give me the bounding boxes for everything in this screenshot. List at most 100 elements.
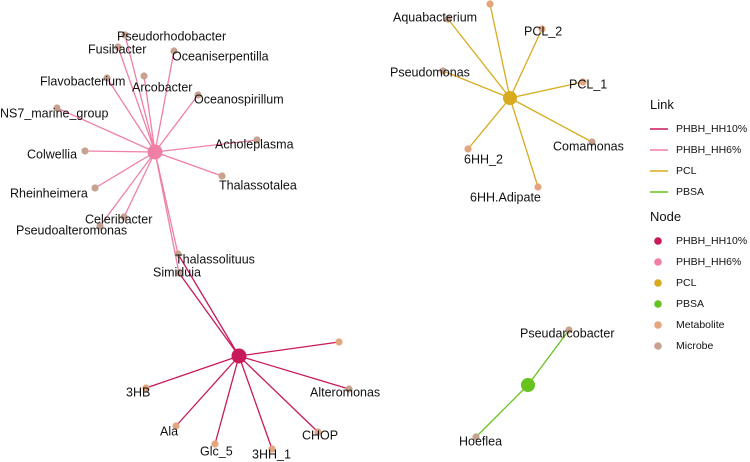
node-label-ala: Ala — [160, 424, 178, 438]
edge-pcl-aquabacterium — [447, 18, 511, 99]
node-pcl1 — [579, 78, 587, 86]
node-arcobacter — [140, 72, 148, 80]
edge-phbh-hh6pct-thalassotalea — [154, 151, 223, 177]
legend-node-title: Node — [650, 209, 681, 224]
node-label-rheinheimera: Rheinheimera — [10, 186, 88, 200]
node-label-oceaniserpentilla: Oceaniserpentilla — [172, 49, 269, 63]
legend-node-label-microbe: Microbe — [676, 340, 714, 352]
legend-node-swatch-phbh-hh10pct — [654, 237, 662, 245]
edge-phbh-hh10pct-alteromonas — [238, 355, 350, 390]
node-label-6hh2: 6HH_2 — [464, 152, 503, 166]
edge-pcl-6hh2 — [467, 97, 511, 150]
node-6hh2 — [464, 145, 472, 153]
legend-link-title: Link — [650, 97, 674, 112]
node-label-arcobacter: Arcobacter — [132, 80, 192, 94]
edge-phbh-hh6pct-rheinheimera — [94, 151, 156, 189]
node-glc5 — [211, 440, 219, 448]
node-label-chop: CHOP — [302, 428, 338, 442]
node-label-celeribacter: Celeribacter — [85, 212, 152, 226]
node-3hb — [142, 384, 150, 392]
node-thalassotalea — [218, 172, 226, 180]
node-ns7 — [53, 104, 61, 112]
edge-phbh-hh10pct-3hb — [145, 355, 240, 389]
edge-phbh-hh10pct-glc5 — [214, 355, 240, 445]
node-label-pcl2: PCL_2 — [524, 24, 562, 38]
edge-phbh-hh6pct-acholeplasma — [154, 139, 258, 153]
legend-node-label-phbh-hh10pct: PHBH_HH10% — [676, 235, 747, 247]
hub-node-pcl — [503, 91, 517, 105]
legend: Link Node PHBH_HH10% PHBH_HH6% PCL PBSA PHBH… — [650, 97, 747, 352]
node-pseudoalteromonas — [96, 222, 104, 230]
edge-pcl-pcl1 — [509, 81, 584, 99]
edge-phbh-hh10pct-3hh1 — [238, 355, 273, 450]
legend-node-swatch-metabolite — [654, 321, 662, 329]
node-comamonas — [588, 138, 596, 146]
legend-node-label-pcl: PCL — [676, 277, 697, 289]
node-6hhadipate — [534, 183, 542, 191]
edge-phbh-hh10pct-chop — [238, 355, 319, 433]
node-label-aquabacterium: Aquabacterium — [393, 10, 477, 24]
edge-phbh-hh6pct-celeribacter — [123, 151, 156, 218]
node-layer — [53, 0, 596, 453]
legend-node-swatch-phbh-hh6pct — [654, 258, 662, 266]
node-label-pseudoalteromonas: Pseudoalteromonas — [16, 223, 127, 237]
node-label-pcl1: PCL_1 — [569, 77, 607, 91]
edge-pcl-6hhadipate — [509, 97, 539, 188]
node-celeribacter — [120, 213, 128, 221]
node-label-comamonas: Comamonas — [553, 139, 624, 153]
edge-pcl-comamonas — [509, 97, 593, 143]
edge-pbsa-pseudarcobacter — [527, 329, 570, 386]
hub-node-phbh-hh6pct — [147, 144, 163, 160]
node-label-glc5: Glc_5 — [200, 444, 233, 458]
hub-node-phbh-hh10pct — [231, 348, 247, 364]
edge-phbh-hh6pct-pseudorhodobacter — [124, 34, 156, 153]
node-label-pseudorhodobacter: Pseudorhodobacter — [117, 29, 226, 43]
legend-node-label-metabolite: Metabolite — [676, 319, 725, 331]
node-acholeplasma — [253, 136, 261, 144]
node-label-fusibacter: Fusibacter — [88, 42, 146, 56]
legend-node-label-phbh-hh6pct: PHBH_HH6% — [676, 256, 741, 268]
node-pseudomonas — [439, 67, 447, 75]
edge-phbh-hh6pct-flavobacterium — [106, 77, 156, 153]
node-label-flavobacterium: Flavobacterium — [40, 74, 125, 88]
edge-phbh-hh10pct-simiduia — [178, 272, 240, 357]
node-flavobacterium — [103, 74, 111, 82]
node-met10 — [335, 338, 343, 346]
legend-node-swatch-pbsa — [654, 300, 662, 308]
node-colwellia — [81, 147, 89, 155]
edge-pcl-pcl2 — [509, 28, 543, 99]
node-label-colwellia: Colwellia — [27, 147, 77, 161]
node-label-pseudomonas: Pseudomonas — [390, 65, 470, 79]
edge-phbh-hh6pct-oceanospirillum — [154, 94, 199, 153]
node-alteromonas — [345, 385, 353, 393]
node-hoeflea — [472, 433, 480, 441]
node-label-simiduia: Simiduia — [153, 265, 201, 279]
edge-phbh-hh6pct-pseudoalteromonas — [99, 151, 156, 227]
edge-phbh-hh10pct-ala — [175, 355, 240, 427]
node-label-acholeplasma: Acholeplasma — [215, 137, 294, 151]
node-metpcl — [486, 0, 494, 8]
legend-link-label-phbh-hh10pct: PHBH_HH10% — [676, 123, 747, 135]
edge-phbh-hh6pct-arcobacter — [143, 75, 156, 153]
legend-node-label-pbsa: PBSA — [676, 298, 704, 310]
node-fusibacter — [114, 43, 122, 51]
node-label-hoeflea: Hoeflea — [459, 434, 502, 448]
node-label-3hh1: 3HH_1 — [252, 447, 291, 461]
node-label-alteromonas: Alteromonas — [310, 385, 380, 399]
legend-node-swatch-microbe — [654, 342, 662, 350]
node-pcl2 — [538, 25, 546, 33]
legend-link-label-phbh-hh6pct: PHBH_HH6% — [676, 144, 741, 156]
node-simiduia — [175, 269, 183, 277]
node-label-6hhadipate: 6HH.Adipate — [470, 190, 541, 204]
legend-link-label-pbsa: PBSA — [676, 186, 704, 198]
node-rheinheimera — [91, 184, 99, 192]
edge-pbsa-hoeflea — [475, 384, 529, 438]
node-label-thalassolituus: Thalassolituus — [175, 252, 255, 266]
edge-phbh-hh10pct-thalassolituus — [177, 253, 240, 357]
edge-phbh-hh6pct-oceaniserpentilla — [154, 50, 175, 153]
edge-pcl-pseudomonas — [442, 70, 511, 99]
node-ala — [172, 422, 180, 430]
node-chop — [314, 428, 322, 436]
